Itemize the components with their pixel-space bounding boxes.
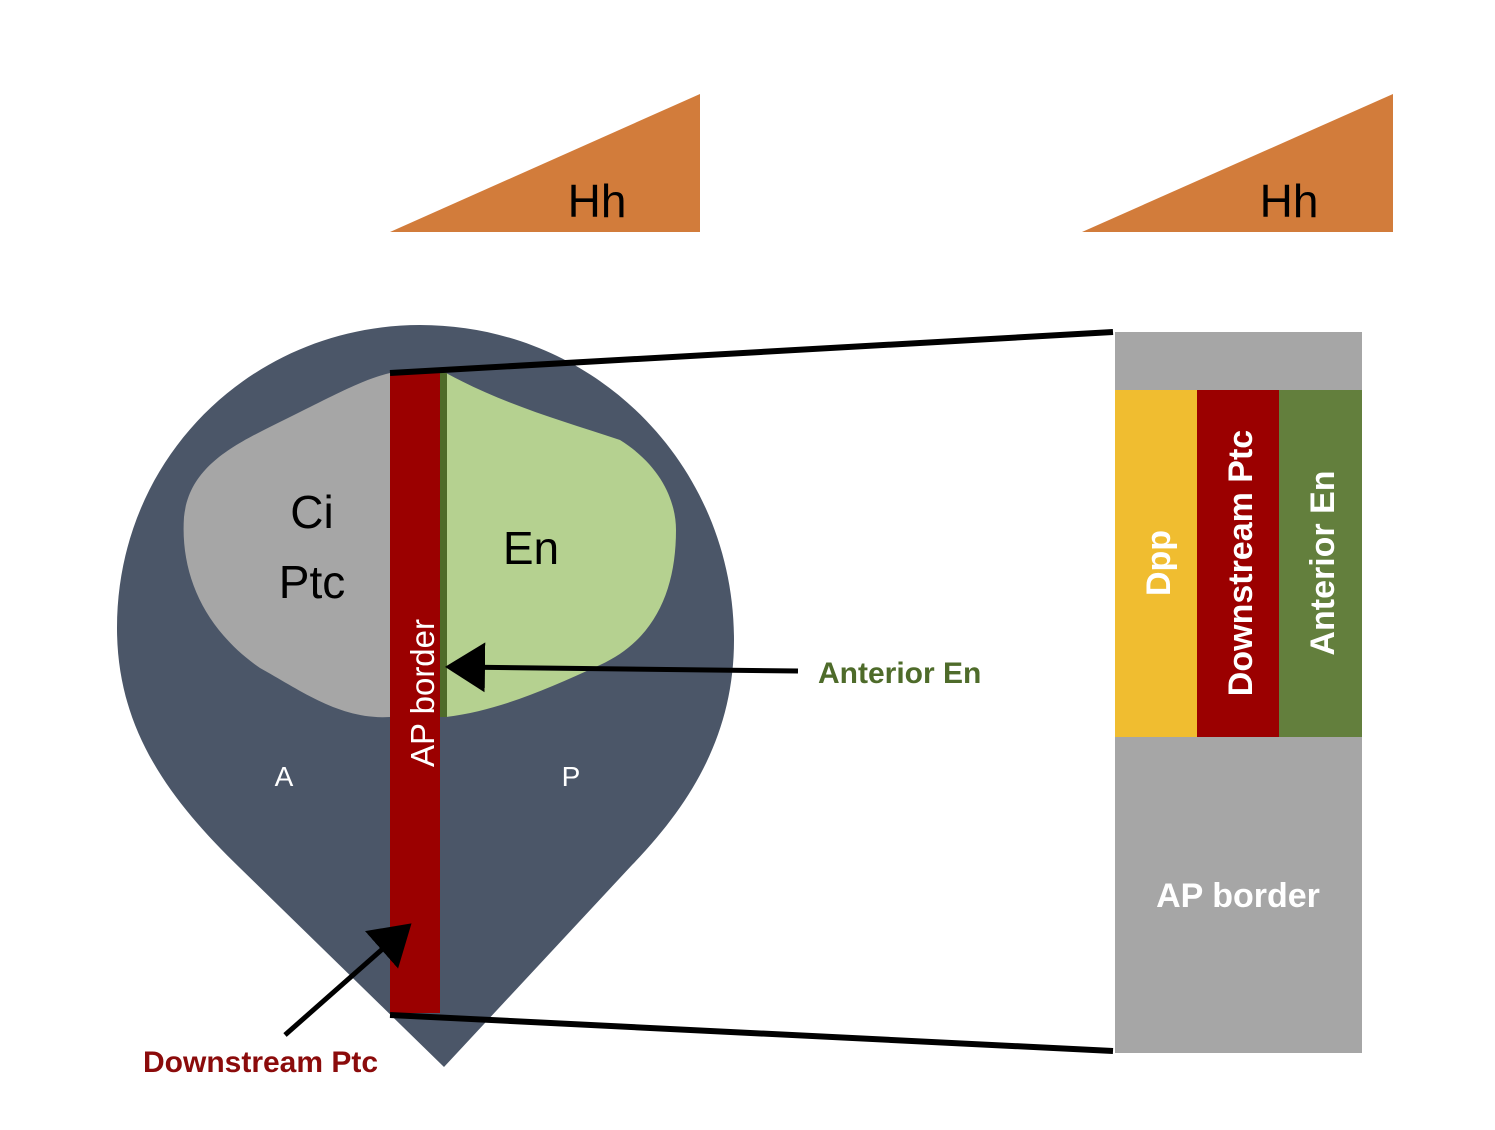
anterior-en-stripe xyxy=(440,373,447,717)
en-region xyxy=(446,373,676,717)
ap-border-label: AP border xyxy=(404,619,441,767)
hh-gradient-left: Hh xyxy=(390,94,700,232)
downstream-ptc-column-label: Downstream Ptc xyxy=(1222,430,1260,696)
anterior-en-arrow xyxy=(445,642,799,693)
dpp-column xyxy=(1115,390,1197,737)
compartment-a-label: A xyxy=(275,761,294,792)
downstream-ptc-column xyxy=(1197,390,1279,737)
zoom-panel-top-gray xyxy=(1115,332,1362,390)
zoom-panel-ap-border-label: AP border xyxy=(1156,877,1320,915)
downstream-ptc-arrow xyxy=(283,923,412,1037)
ci-ptc-region xyxy=(183,373,390,718)
downstream-ptc-callout: Downstream Ptc xyxy=(143,923,412,1079)
hh-gradient-left-label: Hh xyxy=(568,175,627,227)
anterior-en-column-label: Anterior En xyxy=(1304,470,1342,655)
dpp-label: Dpp xyxy=(1140,530,1178,596)
hh-gradient-left-wedge xyxy=(390,94,700,232)
hh-gradient-right-wedge xyxy=(1082,94,1393,232)
anterior-en-column xyxy=(1279,390,1362,737)
zoom-panel-bottom-gray xyxy=(1115,737,1362,1053)
compartment-p-label: P xyxy=(562,761,581,792)
zoom-line-top xyxy=(389,329,1114,376)
ci-label: Ci xyxy=(290,486,333,538)
downstream-ptc-callout-label: Downstream Ptc xyxy=(143,1046,378,1079)
ptc-label: Ptc xyxy=(279,556,345,608)
ap-border-stripe xyxy=(390,373,440,1013)
zoom-line-bottom xyxy=(389,1012,1114,1054)
hh-gradient-right: Hh xyxy=(1082,94,1393,232)
anterior-en-callout-label: Anterior En xyxy=(818,657,981,690)
hh-gradient-right-label: Hh xyxy=(1260,175,1319,227)
zoom-panel: Dpp Downstream Ptc Anterior En AP border xyxy=(1115,332,1362,1053)
en-label: En xyxy=(503,522,559,574)
wing-disc: Ci Ptc En AP border A P xyxy=(117,325,734,1067)
anterior-en-callout: Anterior En xyxy=(445,642,981,693)
